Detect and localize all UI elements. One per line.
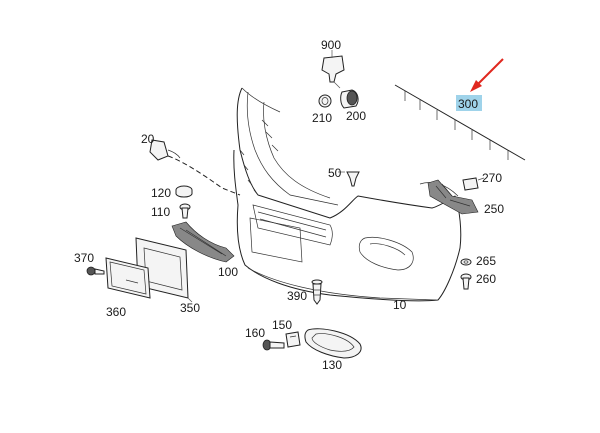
part-210-retaining-ring	[318, 94, 332, 108]
label-200[interactable]: 200	[346, 109, 366, 123]
part-250-side-bracket	[427, 179, 479, 215]
label-265[interactable]: 265	[476, 254, 496, 268]
part-260-screw	[460, 273, 472, 290]
label-150[interactable]: 150	[272, 318, 292, 332]
part-10-bumper-cover	[233, 87, 462, 302]
part-130-fog-lamp-trim	[304, 328, 362, 359]
label-300[interactable]: 300	[458, 97, 478, 111]
part-labels: 900 210 200 300 20 50 270 250 120 110 10…	[74, 38, 504, 372]
label-360[interactable]: 360	[106, 305, 126, 319]
part-160-bolt	[262, 339, 285, 351]
part-50-clip	[338, 171, 360, 187]
part-110-screw	[179, 203, 191, 219]
part-270-spring-nut	[462, 177, 485, 191]
part-390-push-rivet	[311, 279, 323, 305]
pointer-arrow	[470, 58, 504, 92]
label-50[interactable]: 50	[328, 166, 342, 180]
label-10[interactable]: 10	[393, 298, 407, 312]
label-900[interactable]: 900	[321, 38, 341, 52]
part-150-nut	[285, 331, 301, 348]
part-265-washer	[460, 258, 472, 266]
part-360-license-plate	[105, 257, 151, 299]
label-210[interactable]: 210	[312, 111, 332, 125]
label-350[interactable]: 350	[180, 301, 200, 315]
label-160[interactable]: 160	[245, 326, 265, 340]
label-370[interactable]: 370	[74, 251, 94, 265]
part-100-grille	[171, 221, 235, 263]
part-200-parking-sensor	[333, 81, 359, 109]
highlight-box-300	[456, 95, 482, 111]
label-390[interactable]: 390	[287, 289, 307, 303]
label-120[interactable]: 120	[151, 186, 171, 200]
part-370-screw	[86, 266, 105, 276]
part-900-sensor-bracket	[321, 50, 345, 83]
part-20-tow-hook-cover	[149, 139, 241, 196]
part-120-cap	[175, 185, 193, 198]
label-20[interactable]: 20	[141, 132, 155, 146]
part-300-trim-strip	[394, 84, 526, 161]
label-260[interactable]: 260	[476, 272, 496, 286]
label-250[interactable]: 250	[484, 202, 504, 216]
label-130[interactable]: 130	[322, 358, 342, 372]
label-100[interactable]: 100	[218, 265, 238, 279]
label-110[interactable]: 110	[151, 205, 170, 219]
label-270[interactable]: 270	[482, 171, 502, 185]
